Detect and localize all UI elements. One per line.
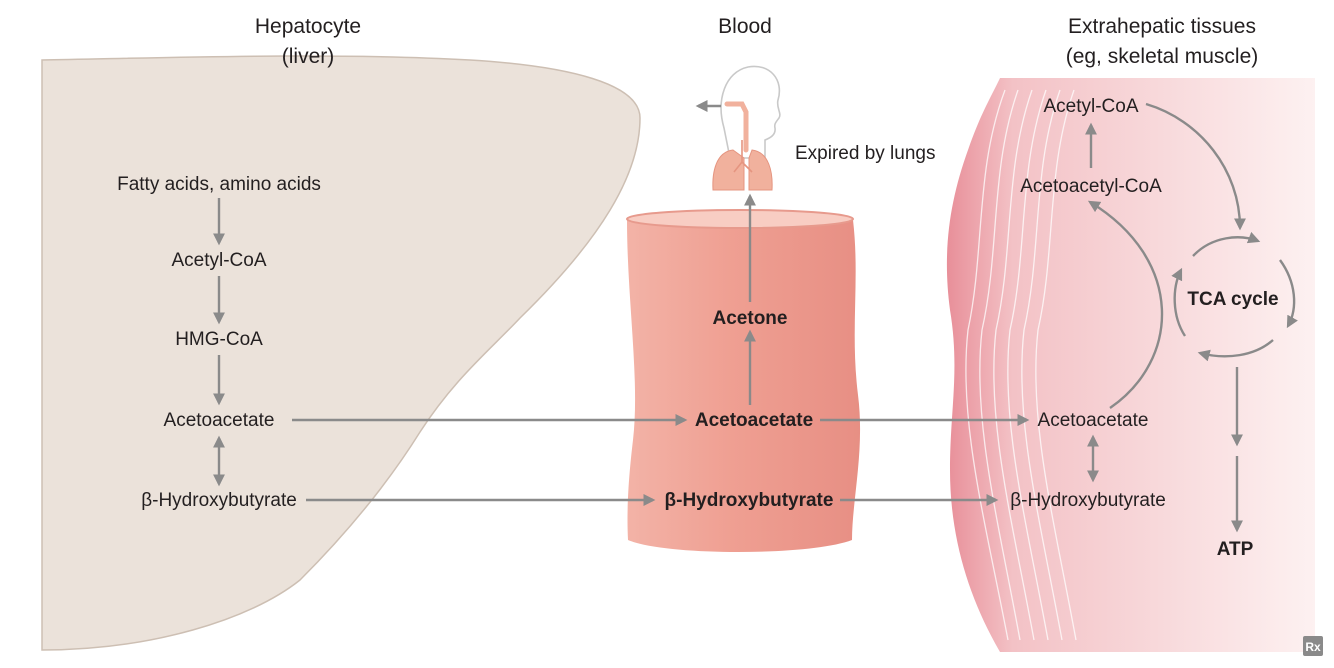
tissue-acetyl-coa: Acetyl-CoA — [1043, 96, 1138, 117]
tissue-hydroxybutyrate: β-Hydroxybutyrate — [1010, 490, 1166, 511]
header-liver: (liver) — [282, 45, 335, 68]
rx-logo: Rx — [1305, 640, 1321, 654]
header-hepatocyte: Hepatocyte — [255, 15, 361, 38]
tca-cycle-arc-right — [1279, 259, 1298, 329]
blood-acetoacetate: Acetoacetate — [695, 410, 813, 431]
rx-logo-box — [1303, 636, 1323, 656]
liver-fatty-acids: Fatty acids, amino acids — [117, 174, 321, 195]
blood-hydroxybutyrate: β-Hydroxybutyrate — [665, 490, 834, 511]
liver-hmg-coa: HMG-CoA — [175, 329, 263, 350]
arrow-acetoacetate-to-acetoacetylcoa — [1087, 200, 1164, 409]
header-skeletal-muscle: (eg, skeletal muscle) — [1066, 45, 1259, 68]
tca-cycle-arc-left — [1171, 267, 1187, 337]
tissue-acetoacetate: Acetoacetate — [1038, 410, 1149, 431]
blood-expired-by-lungs: Expired by lungs — [795, 143, 935, 164]
header-extrahepatic: Extrahepatic tissues — [1068, 15, 1256, 38]
liver-shape — [41, 55, 641, 651]
liver-acetyl-coa: Acetyl-CoA — [171, 250, 266, 271]
arrow-acetylcoa-to-tca — [1145, 102, 1246, 231]
tissue-atp: ATP — [1217, 539, 1254, 560]
tissue-tca-cycle: TCA cycle — [1187, 289, 1278, 310]
liver-acetoacetate: Acetoacetate — [164, 410, 275, 431]
vessel-top-rim — [626, 209, 854, 229]
liver-hydroxybutyrate: β-Hydroxybutyrate — [141, 490, 297, 511]
blood-acetone: Acetone — [713, 308, 788, 329]
muscle-fibers — [965, 89, 1077, 641]
header-blood: Blood — [718, 15, 772, 38]
tca-cycle-arc-top — [1192, 231, 1261, 257]
blood-vessel — [627, 220, 861, 552]
muscle-shape — [946, 78, 1315, 652]
head-lungs-icon — [712, 65, 781, 191]
tissue-acetoacetyl-coa: Acetoacetyl-CoA — [1020, 176, 1162, 197]
tca-cycle-arc-bottom — [1197, 339, 1274, 362]
